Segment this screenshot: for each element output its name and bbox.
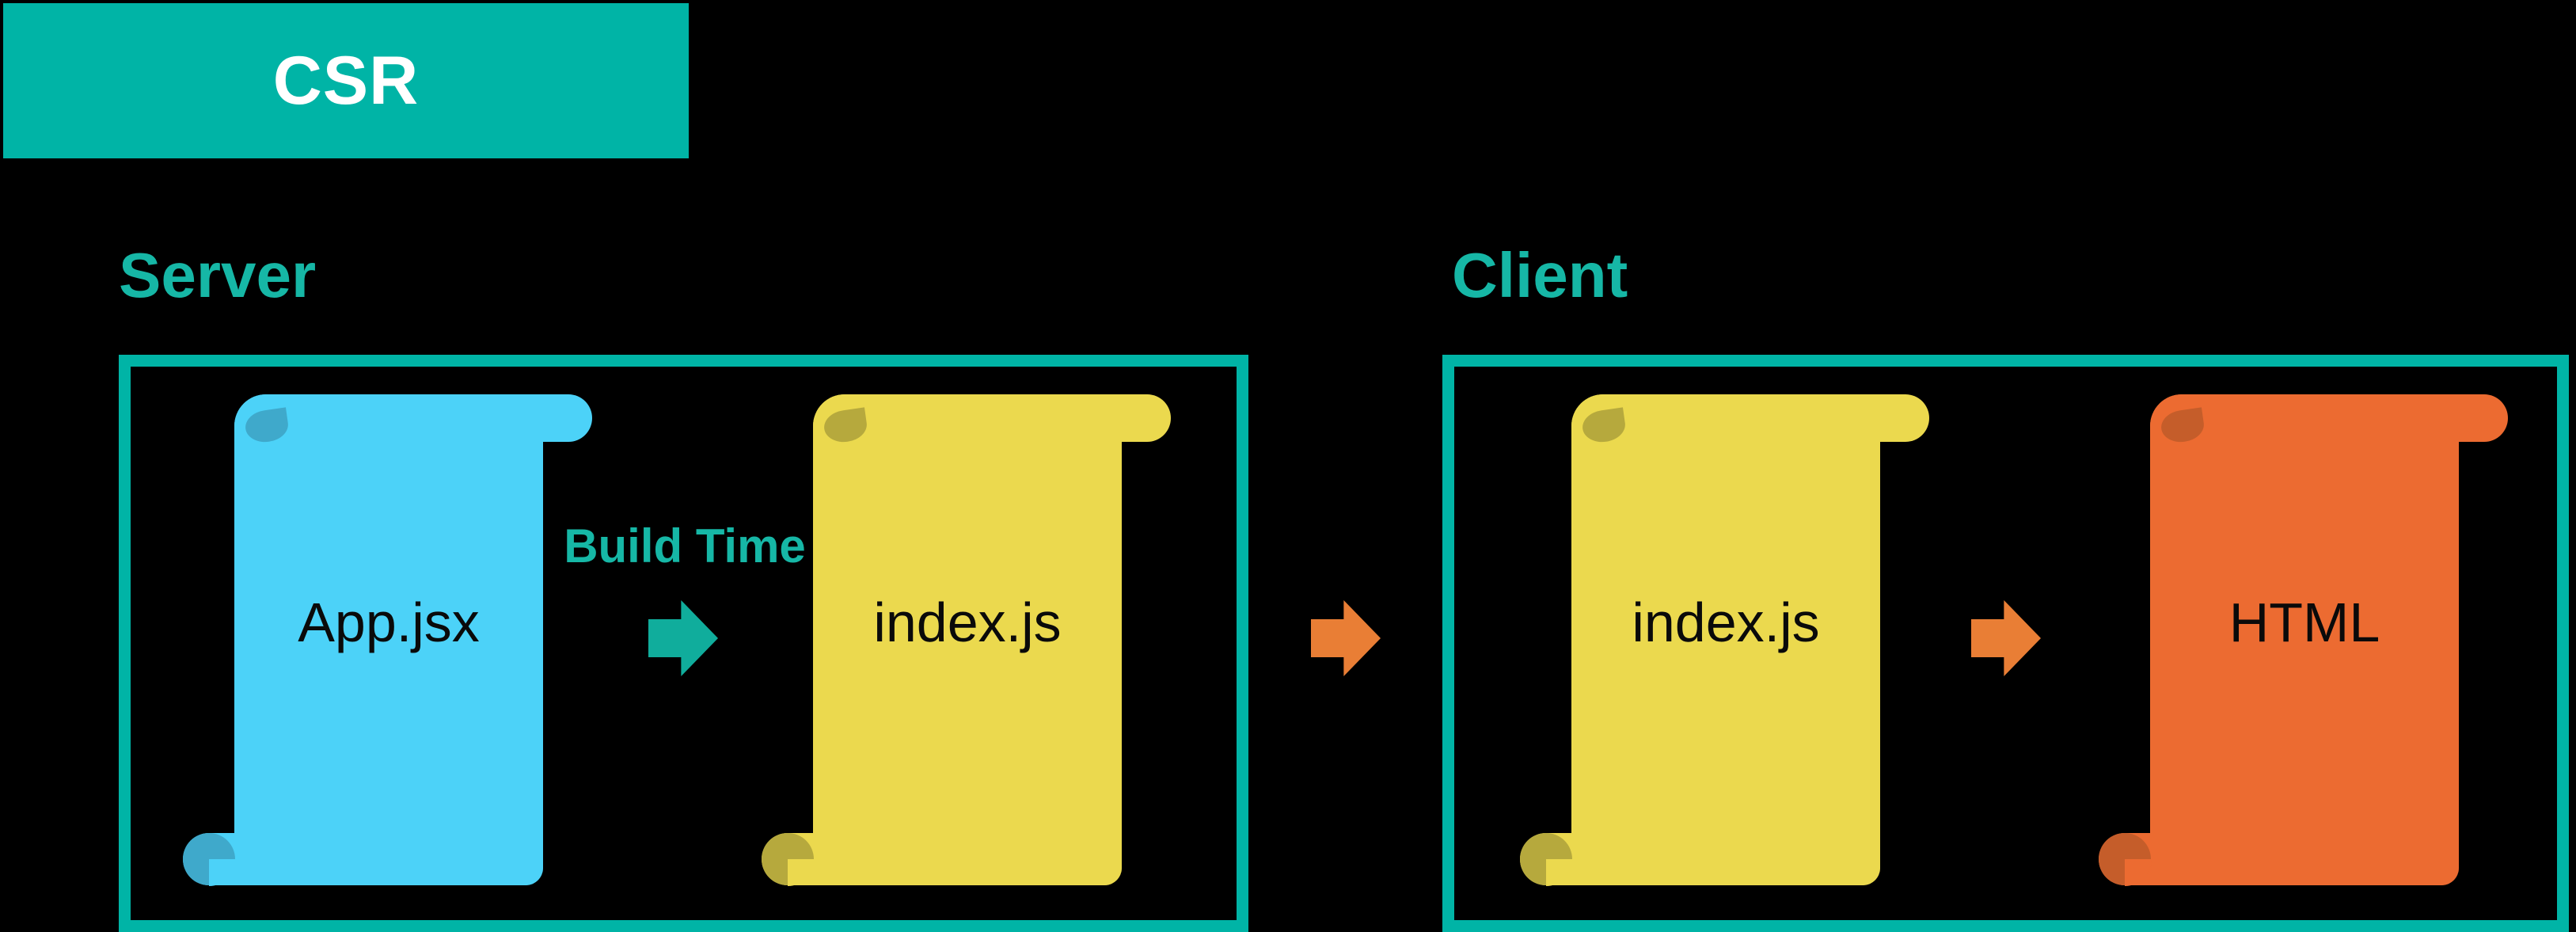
client-index-js-scroll-icon: index.js — [1520, 394, 1929, 886]
scroll-body — [234, 394, 543, 885]
scroll-file-label: HTML — [2228, 592, 2380, 653]
scroll-bottom-roll — [2099, 833, 2459, 885]
server-to-client-arrow-icon — [1311, 600, 1381, 676]
client-box — [1442, 355, 2569, 932]
scroll-file-label: index.js — [873, 592, 1062, 653]
scroll-bottom-roll — [183, 833, 543, 885]
build-time-label: Build Time — [564, 519, 806, 573]
server-index-js-scroll-icon: index.js — [762, 394, 1171, 886]
scroll-body — [813, 394, 1122, 885]
scroll-body — [1571, 394, 1880, 885]
csr-badge-label: CSR — [272, 42, 420, 119]
app-jsx-scroll-icon: App.jsx — [183, 394, 592, 886]
scroll-file-label: App.jsx — [298, 592, 480, 653]
scroll-file-label: index.js — [1632, 592, 1820, 653]
scroll-bottom-roll — [1520, 833, 1880, 885]
html-scroll-icon: HTML — [2099, 394, 2508, 886]
client-section-label: Client — [1452, 240, 1628, 310]
csr-badge: CSR — [3, 3, 689, 158]
scroll-bottom-roll — [762, 833, 1122, 885]
server-section-label: Server — [119, 240, 317, 310]
scroll-body — [2150, 394, 2459, 885]
server-box — [119, 355, 1248, 932]
